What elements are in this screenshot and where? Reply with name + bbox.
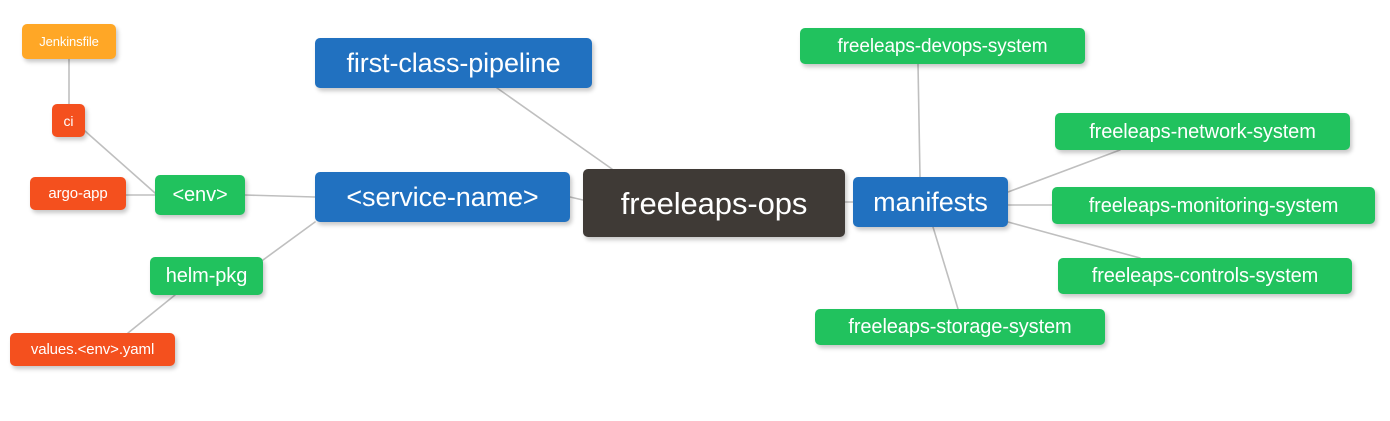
mindmap-node-first-class-pipeline[interactable]: first-class-pipeline bbox=[315, 38, 592, 88]
mindmap-node-helm-pkg[interactable]: helm-pkg bbox=[150, 257, 263, 295]
mindmap-node-freeleaps-monitoring-system[interactable]: freeleaps-monitoring-system bbox=[1052, 187, 1375, 224]
mindmap-node-freeleaps-devops-system[interactable]: freeleaps-devops-system bbox=[800, 28, 1085, 64]
edge-first-class-pipeline-to-freeleaps-ops bbox=[496, 87, 613, 170]
mindmap-node-env[interactable]: <env> bbox=[155, 175, 245, 215]
edge-manifests-to-freeleaps-network-system bbox=[1007, 149, 1121, 193]
mindmap-node-label-freeleaps-controls-system: freeleaps-controls-system bbox=[1091, 265, 1319, 287]
mindmap-node-argo-app[interactable]: argo-app bbox=[30, 177, 126, 210]
mindmap-node-label-freeleaps-network-system: freeleaps-network-system bbox=[1089, 120, 1316, 143]
mindmap-node-jenkinsfile[interactable]: Jenkinsfile bbox=[22, 24, 116, 59]
mindmap-node-label-freeleaps-ops: freeleaps-ops bbox=[620, 185, 808, 221]
mindmap-node-label-freeleaps-devops-system: freeleaps-devops-system bbox=[837, 35, 1048, 57]
edge-service-name-to-helm-pkg bbox=[262, 221, 316, 261]
mindmap-node-label-helm-pkg: helm-pkg bbox=[165, 265, 248, 287]
edge-manifests-to-freeleaps-devops-system bbox=[917, 63, 921, 178]
mindmap-node-values-yaml[interactable]: values.<env>.yaml bbox=[10, 333, 175, 366]
mindmap-node-service-name[interactable]: <service-name> bbox=[315, 172, 570, 222]
edge-manifests-to-freeleaps-controls-system bbox=[1007, 221, 1141, 259]
mindmap-node-label-manifests: manifests bbox=[873, 186, 988, 217]
mindmap-node-freeleaps-controls-system[interactable]: freeleaps-controls-system bbox=[1058, 258, 1352, 294]
edge-helm-pkg-to-values-yaml bbox=[127, 294, 176, 334]
mindmap-node-label-freeleaps-storage-system: freeleaps-storage-system bbox=[848, 316, 1072, 338]
mindmap-node-label-argo-app: argo-app bbox=[48, 185, 108, 202]
edge-manifests-to-freeleaps-storage-system bbox=[932, 226, 959, 310]
mindmap-node-label-values-yaml: values.<env>.yaml bbox=[30, 341, 155, 358]
edge-service-name-to-freeleaps-ops bbox=[569, 196, 584, 201]
mindmap-node-label-freeleaps-monitoring-system: freeleaps-monitoring-system bbox=[1088, 194, 1339, 217]
mindmap-node-manifests[interactable]: manifests bbox=[853, 177, 1008, 227]
mindmap-node-freeleaps-ops[interactable]: freeleaps-ops bbox=[583, 169, 845, 237]
mindmap-node-ci[interactable]: ci bbox=[52, 104, 85, 137]
edge-env-to-service-name bbox=[244, 194, 316, 198]
mindmap-node-label-first-class-pipeline: first-class-pipeline bbox=[346, 47, 561, 78]
mindmap-node-label-ci: ci bbox=[63, 112, 74, 129]
mindmap-node-freeleaps-network-system[interactable]: freeleaps-network-system bbox=[1055, 113, 1350, 150]
mindmap-node-freeleaps-storage-system[interactable]: freeleaps-storage-system bbox=[815, 309, 1105, 345]
mindmap-node-label-env: <env> bbox=[172, 184, 228, 206]
mindmap-node-label-service-name: <service-name> bbox=[346, 181, 539, 212]
mindmap-node-label-jenkinsfile: Jenkinsfile bbox=[39, 34, 99, 49]
